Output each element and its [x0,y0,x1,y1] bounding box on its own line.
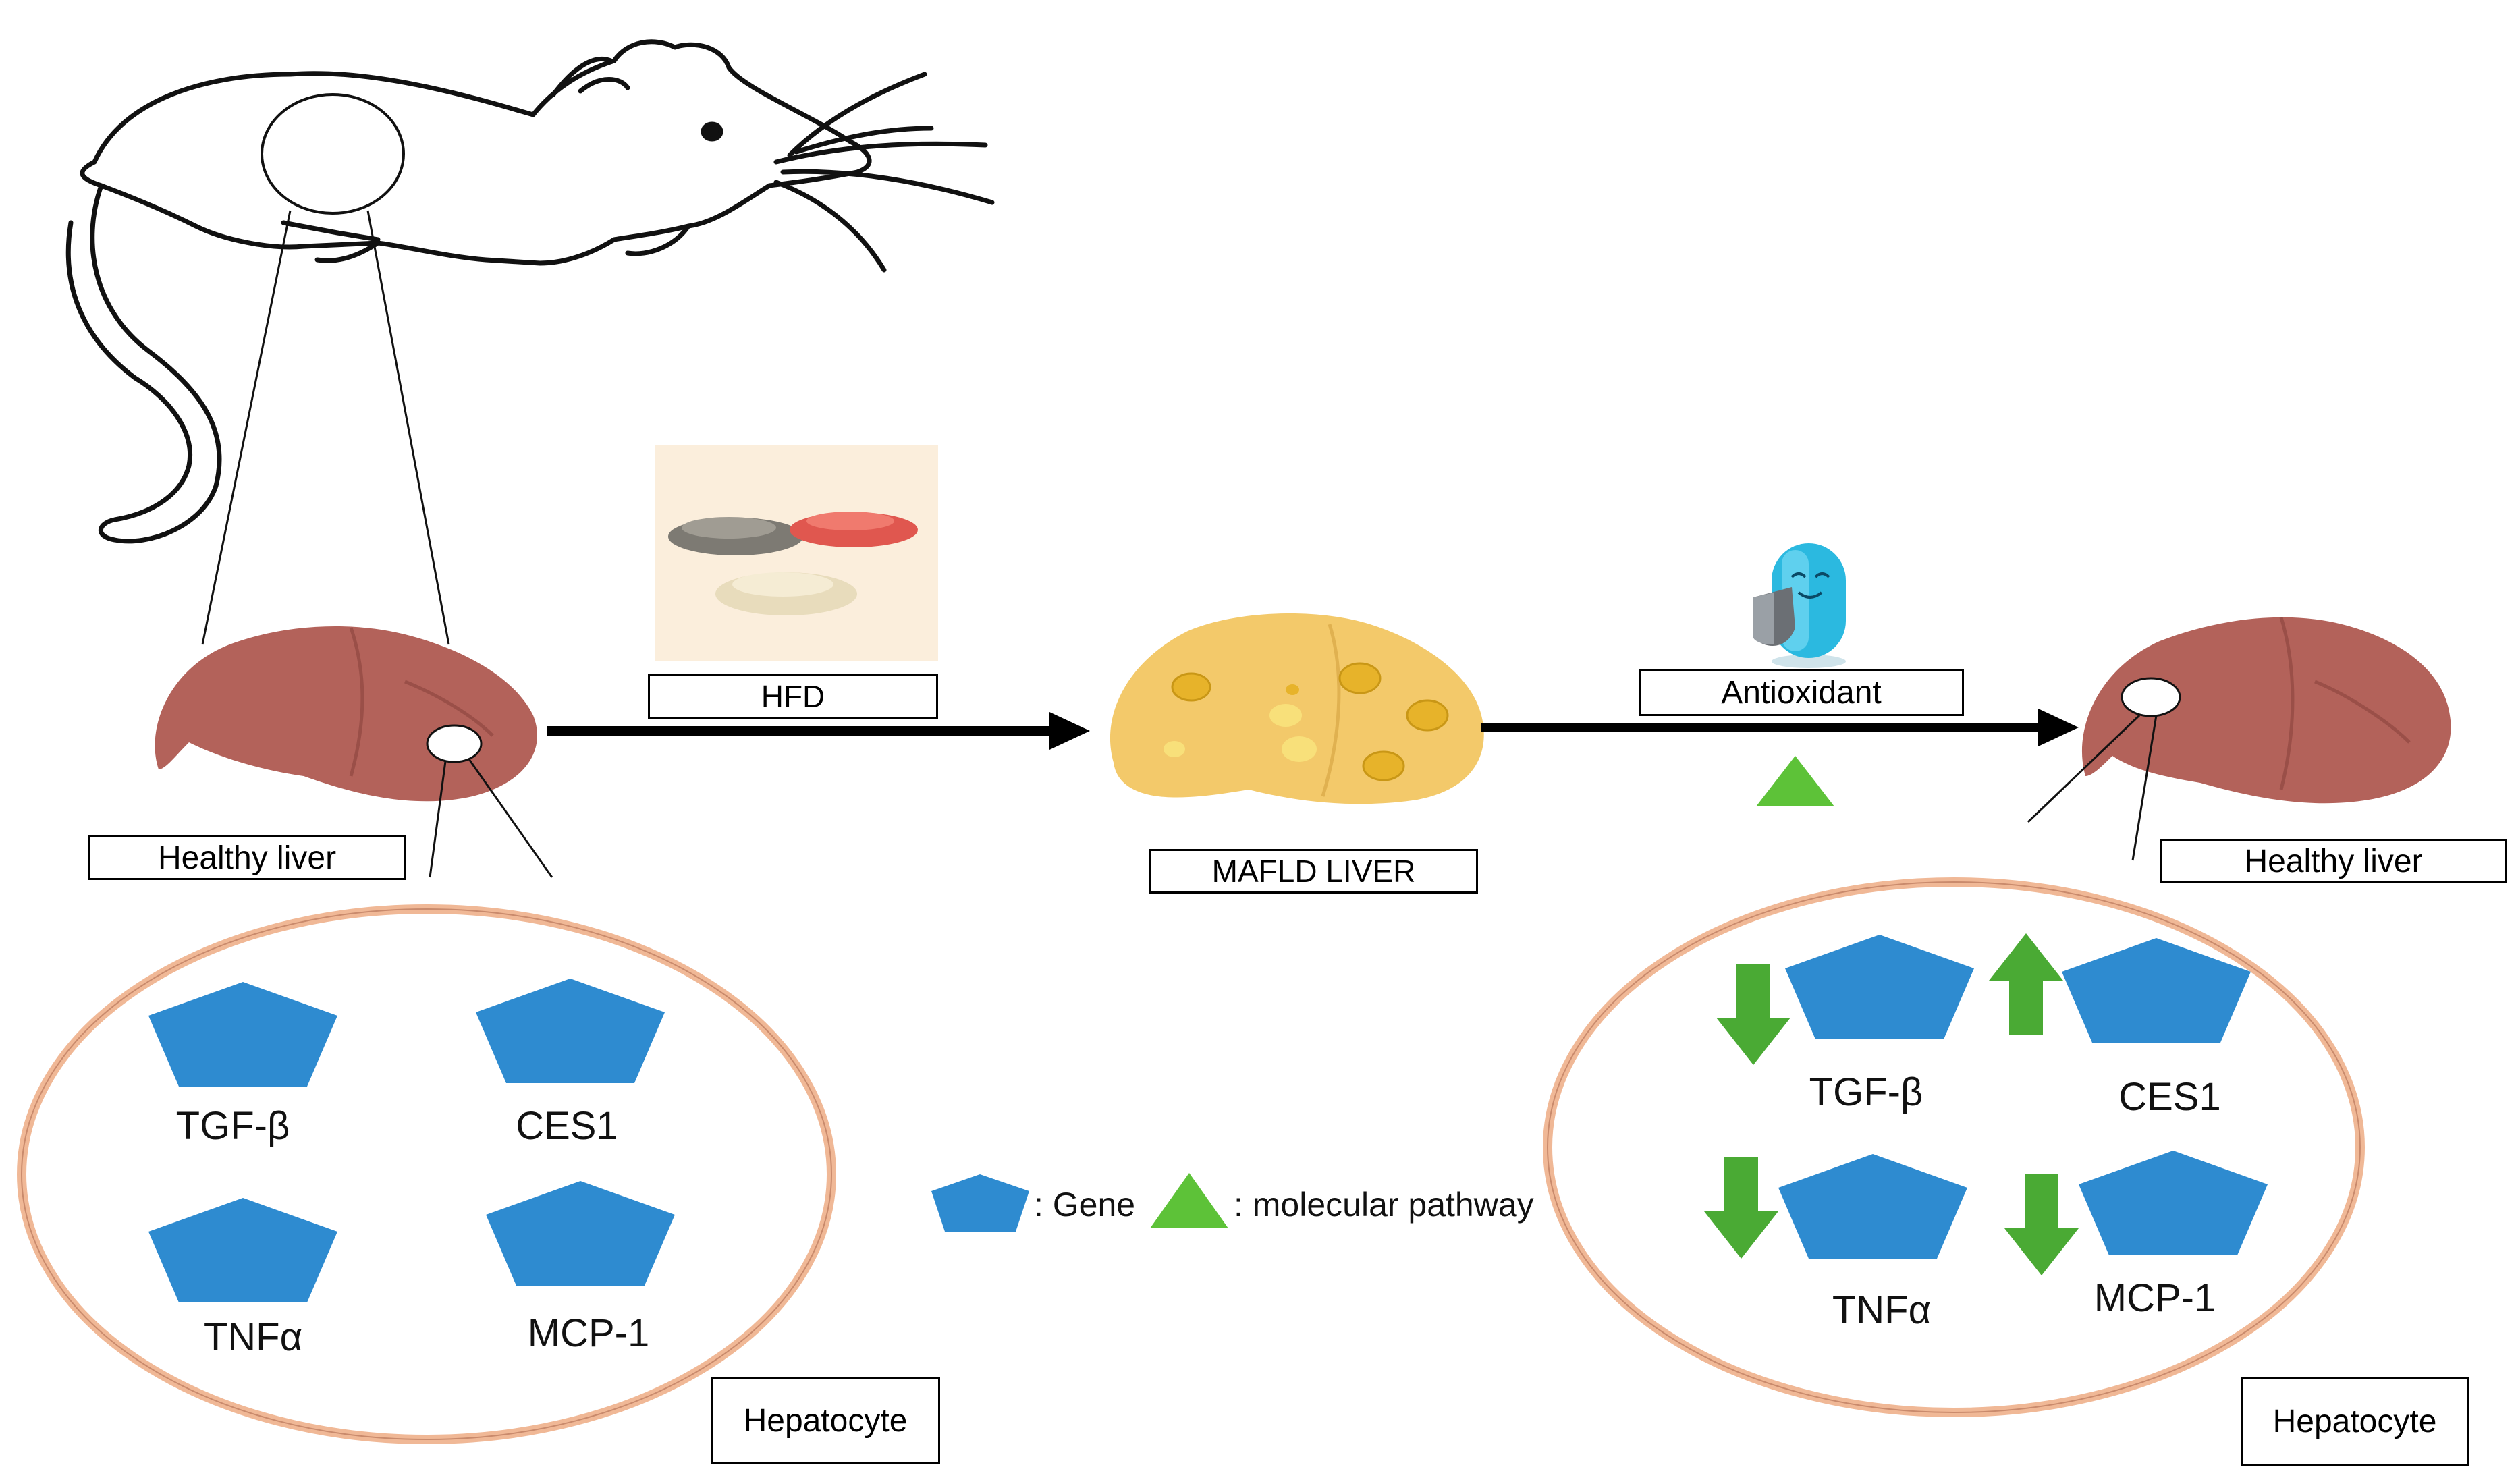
zoom-line-right [366,210,450,645]
pellets-icon [668,512,918,615]
label-hepatocyte-left: Hepatocyte [711,1377,940,1464]
cell-line-left-a [429,761,447,878]
zoom-circle-liver-left [426,724,483,763]
gene-label: TNFα [203,1315,303,1359]
fatty-liver-icon [1110,613,1484,804]
hepatocyte-cell-left [17,904,836,1444]
arrowhead-hfd [1049,712,1090,750]
liver-icon [2081,617,2451,804]
gene-label: TNFα [1832,1288,1932,1332]
gene-label: MCP-1 [2094,1276,2216,1320]
label-healthy-liver-right: Healthy liver [2160,839,2507,883]
legend-gene-text: : Gene [1034,1186,1136,1224]
antioxidant-pill-icon [1753,543,1846,668]
label-mafld-liver: MAFLD LIVER [1149,849,1478,894]
label-antioxidant: Antioxidant [1639,669,1964,716]
label-healthy-liver-left: Healthy liver [88,835,406,880]
gene-label: TGF-β [1809,1070,1923,1114]
legend-pathway-triangle [1150,1173,1228,1228]
label-hepatocyte-right: Hepatocyte [2241,1377,2469,1466]
cell-line-right-b [2131,715,2158,861]
legend-pathway-text: : molecular pathway [1234,1186,1534,1224]
hfd-image [655,445,938,661]
arrowhead-antioxidant [2038,709,2079,746]
gene-label: MCP-1 [527,1311,650,1355]
pathway-triangle [1756,756,1834,806]
gene-label: CES1 [2118,1075,2221,1119]
label-hfd: HFD [648,674,938,719]
zoom-circle-rat [261,93,405,215]
gene-label: CES1 [516,1104,618,1148]
zoom-line-left [201,210,292,645]
gene-label: TGF-β [175,1104,290,1148]
zoom-circle-liver-right [2121,677,2181,717]
cell-line-right-a [2027,714,2141,823]
cell-line-left-b [468,759,553,878]
legend-gene-pentagon [931,1174,1029,1232]
